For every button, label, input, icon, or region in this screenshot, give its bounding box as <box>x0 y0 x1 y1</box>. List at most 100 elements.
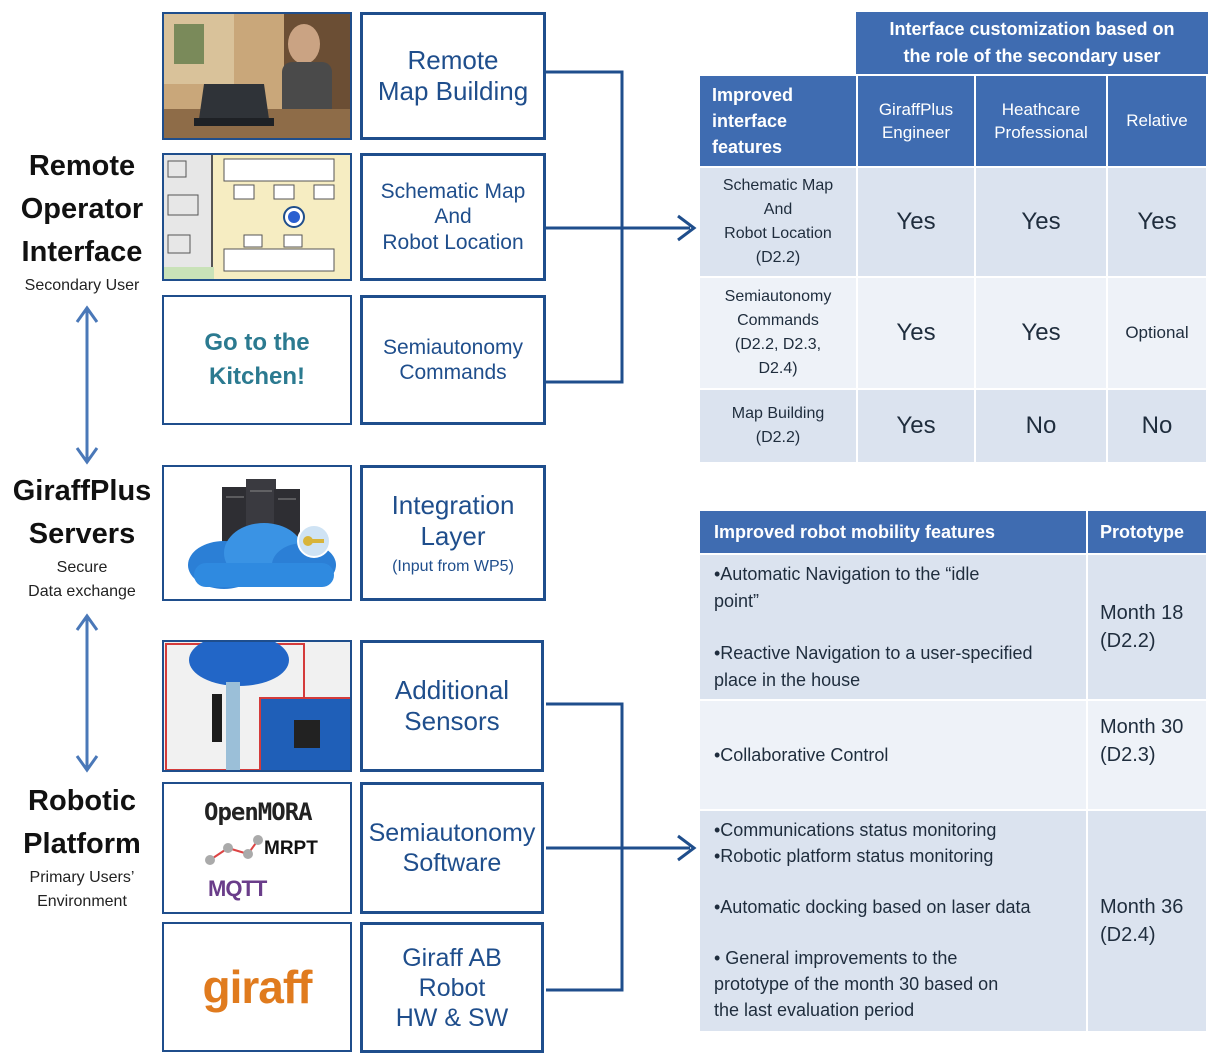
semiautonomy-software-box: Semiautonomy Software <box>360 782 544 914</box>
t2-r1-proto-2: (D2.2) <box>1100 630 1156 652</box>
giraff-ab-line-3: HW & SW <box>395 1003 509 1032</box>
servers-subtitle-1: Secure <box>56 559 108 576</box>
t2-r1-line-4: •Reactive Navigation to a user-specified <box>714 642 1033 663</box>
row1-feature-3: Robot Location <box>724 225 832 242</box>
row2-healthcare: Yes <box>974 276 1108 390</box>
t2-r2-proto-2: (D2.3) <box>1100 744 1156 766</box>
robotic-subtitle-1: Primary Users’ <box>29 869 135 886</box>
floor-plan-icon <box>164 155 350 279</box>
semi-commands-line-2: Commands <box>399 361 507 384</box>
giraff-logo: giraff <box>202 961 313 1013</box>
bottom-bracket-connector <box>546 702 697 992</box>
double-arrow-icon <box>75 305 99 465</box>
col1-line-2: Engineer <box>881 123 951 142</box>
robotic-title-2: Platform <box>23 828 141 860</box>
mrpt-graph-icon <box>205 835 263 865</box>
sensors-line-1: Additional <box>394 674 510 705</box>
remote-operator-title-3: Interface <box>21 236 143 268</box>
col2-line-1: Heathcare <box>1001 100 1081 119</box>
robot-sensor-icon <box>164 642 350 770</box>
role-customization-header: Interface customization based on the rol… <box>856 12 1208 74</box>
table1-col-engineer: GiraffPlus Engineer <box>856 74 976 168</box>
role-header-line-2: the role of the secondary user <box>903 46 1161 66</box>
row1-feature-1: Schematic Map <box>722 177 834 194</box>
t2-r1-line-2: point” <box>714 590 760 611</box>
robot-sensors-photo <box>162 640 352 772</box>
semiautonomy-commands-box: Semiautonomy Commands <box>360 295 546 425</box>
openmora-logo: OpenMORA <box>204 798 313 826</box>
role-header-line-1: Interface customization based on <box>889 19 1175 39</box>
t2-r3-line-3 <box>714 869 1086 894</box>
row3-healthcare: No <box>974 388 1108 464</box>
row3-feature-2: (D2.2) <box>755 429 801 446</box>
servers-subtitle-2: Data exchange <box>28 583 136 600</box>
kitchen-command-tile: Go to the Kitchen! <box>162 295 352 425</box>
table1-row: Schematic Map And Robot Location (D2.2) … <box>698 166 1208 278</box>
additional-sensors-box: Additional Sensors <box>360 640 544 772</box>
t2-row2-features: •Collaborative Control <box>698 699 1088 811</box>
row2-feature-2: Commands <box>737 312 819 329</box>
col0-line-1: Improved <box>712 85 794 105</box>
semi-software-line-1: Semiautonomy <box>368 819 536 847</box>
row2-feature-3: (D2.2, D2.3, <box>734 336 822 353</box>
integration-line-1: Integration <box>391 490 515 521</box>
servers-title-1: GiraffPlus <box>12 475 152 507</box>
kitchen-text-2: Kitchen! <box>209 363 305 390</box>
t2-row3-features: •Communications status monitoring •Robot… <box>698 809 1088 1033</box>
row3-engineer: Yes <box>856 388 976 464</box>
table2-col-prototype: Prototype <box>1086 509 1208 555</box>
giraff-ab-line-1: Giraff AB <box>402 943 502 972</box>
map-building-line-1: Remote <box>407 44 499 75</box>
schematic-line-2: And <box>434 205 472 229</box>
remote-operator-subtitle: Secondary User <box>24 277 140 294</box>
row1-relative: Yes <box>1106 166 1208 278</box>
software-logos-tile: OpenMORA MRPT MQTT <box>162 782 352 914</box>
row1-healthcare: Yes <box>974 166 1108 278</box>
table2-col-features: Improved robot mobility features <box>698 509 1088 555</box>
t2-r2-proto-1: Month 30 <box>1100 716 1184 738</box>
row3-relative: No <box>1106 388 1208 464</box>
robotic-subtitle-2: Environment <box>37 893 127 910</box>
semi-commands-line-1: Semiautonomy <box>382 335 524 359</box>
cloud-server-icon <box>188 479 336 589</box>
operator-at-laptop-icon <box>164 14 350 138</box>
table2-row: •Communications status monitoring •Robot… <box>698 809 1208 1033</box>
t2-r3-line-5 <box>714 920 1086 945</box>
t2-r3-proto-2: (D2.4) <box>1100 924 1156 946</box>
row2-feature-1: Semiautonomy <box>724 288 832 305</box>
floor-plan-map <box>162 153 352 281</box>
schematic-line-1: Schematic Map <box>380 180 526 204</box>
integration-line-2: Layer <box>420 521 486 552</box>
row2-engineer: Yes <box>856 276 976 390</box>
t2-row2-prototype: Month 30 (D2.3) <box>1086 699 1208 811</box>
row1-feature-2: And <box>763 201 793 218</box>
t2-r1-proto-1: Month 18 <box>1100 602 1184 624</box>
table1-col-healthcare: Heathcare Professional <box>974 74 1108 168</box>
row2-feature: Semiautonomy Commands (D2.2, D2.3, D2.4) <box>698 276 858 390</box>
col0-line-3: features <box>712 137 783 157</box>
servers-title-2: Servers <box>28 518 136 550</box>
t2-r3-line-1: •Communications status monitoring <box>714 820 997 840</box>
col0-line-2: interface <box>712 111 788 131</box>
t2-row1-prototype: Month 18 (D2.2) <box>1086 553 1208 701</box>
table1-row: Semiautonomy Commands (D2.2, D2.3, D2.4)… <box>698 276 1208 390</box>
row3-feature: Map Building (D2.2) <box>698 388 858 464</box>
remote-operator-title-2: Operator <box>20 193 144 225</box>
mrpt-logo: MRPT <box>264 838 318 859</box>
operator-photo <box>162 12 352 140</box>
table2-row: •Collaborative Control Month 30 (D2.3) <box>698 699 1208 811</box>
t2-r1-line-5: place in the house <box>714 669 861 690</box>
row1-feature: Schematic Map And Robot Location (D2.2) <box>698 166 858 278</box>
table1-col-relative: Relative <box>1106 74 1208 168</box>
t2-r3-line-8: the last evaluation period <box>714 1000 915 1020</box>
t2-r3-line-7: prototype of the month 30 based on <box>714 974 999 994</box>
t2-r3-line-2: •Robotic platform status monitoring <box>714 846 994 866</box>
t2-r2-line-1: •Collaborative Control <box>714 744 889 765</box>
giraff-logo-tile: giraff <box>162 922 352 1052</box>
integration-layer-box: Integration Layer (Input from WP5) <box>360 465 546 601</box>
t2-r3-proto-1: Month 36 <box>1100 896 1184 918</box>
t2-r1-line-3 <box>714 615 1086 640</box>
table1-header-row: Improved interface features GiraffPlus E… <box>698 74 1208 168</box>
double-arrow-icon <box>75 613 99 773</box>
mqtt-logo: MQTT <box>208 876 267 901</box>
